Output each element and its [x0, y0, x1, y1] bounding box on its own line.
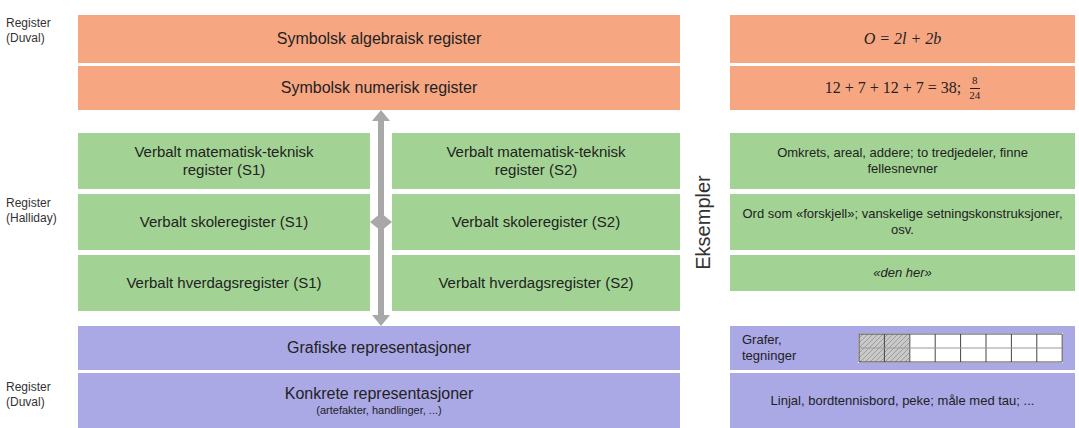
register-box: Verbalt hverdagsregister (S1)	[78, 255, 370, 311]
register-band: Grafiske representasjoner	[78, 326, 680, 370]
box-text: Grafer, tegninger	[742, 332, 822, 363]
register-band: Symbolsk numerisk register	[78, 66, 680, 110]
box-text: Verbalt hverdagsregister (S2)	[438, 274, 633, 292]
box-text: Verbalt matematisk-teknisk register (S1)	[114, 143, 334, 179]
fraction-numerator: 8	[970, 74, 980, 88]
box-subtext: (artefakter, handlinger, ...)	[316, 404, 441, 417]
register-band: Konkrete representasjoner(artefakter, ha…	[78, 373, 680, 428]
grid-drawing	[858, 333, 1063, 363]
box-text: Ord som «forskjell»; vanskelige setnings…	[742, 206, 1063, 237]
register-label: Register (Duval)	[6, 16, 70, 46]
example-box: O = 2l + 2b	[730, 15, 1075, 63]
double-arrow	[370, 213, 392, 231]
box-text: O = 2l + 2b	[864, 29, 942, 48]
register-box: Verbalt skoleregister (S2)	[392, 194, 680, 250]
box-text: Linjal, bordtennisbord, peke; måle med t…	[771, 393, 1035, 409]
box-text: Symbolsk numerisk register	[281, 78, 478, 97]
box-text: Verbalt skoleregister (S2)	[452, 213, 620, 231]
example-box: Grafer, tegninger	[730, 326, 1075, 370]
example-box: Omkrets, areal, addere; to tredjedeler, …	[730, 133, 1075, 189]
box-text: Symbolsk algebraisk register	[277, 29, 482, 48]
box-text: Grafiske representasjoner	[287, 338, 471, 357]
equation-text: 12 + 7 + 12 + 7 = 38;	[825, 78, 962, 97]
example-box: «den her»	[730, 255, 1075, 291]
register-box: Verbalt hverdagsregister (S2)	[392, 255, 680, 311]
register-box: Verbalt matematisk-teknisk register (S1)	[78, 133, 370, 189]
box-text: Verbalt skoleregister (S1)	[140, 213, 308, 231]
box-text: Verbalt matematisk-teknisk register (S2)	[426, 143, 646, 179]
side-heading: Eksempler	[690, 175, 715, 269]
register-band: Symbolsk algebraisk register	[78, 15, 680, 63]
register-box: Verbalt matematisk-teknisk register (S2)	[392, 133, 680, 189]
register-label: Register (Halliday)	[6, 196, 74, 226]
register-label: Register (Duval)	[6, 380, 70, 410]
box-text: Omkrets, areal, addere; to tredjedeler, …	[742, 145, 1063, 176]
example-box: 12 + 7 + 12 + 7 = 38; 824	[730, 66, 1075, 110]
example-box: Ord som «forskjell»; vanskelige setnings…	[730, 194, 1075, 250]
box-text: Konkrete representasjoner	[285, 384, 474, 403]
box-text: Verbalt hverdagsregister (S1)	[126, 274, 321, 292]
fraction: 824	[969, 74, 980, 101]
example-box: Linjal, bordtennisbord, peke; måle med t…	[730, 373, 1075, 428]
box-text: «den her»	[873, 265, 932, 281]
register-box: Verbalt skoleregister (S1)	[78, 194, 370, 250]
fraction-denominator: 24	[969, 89, 980, 102]
